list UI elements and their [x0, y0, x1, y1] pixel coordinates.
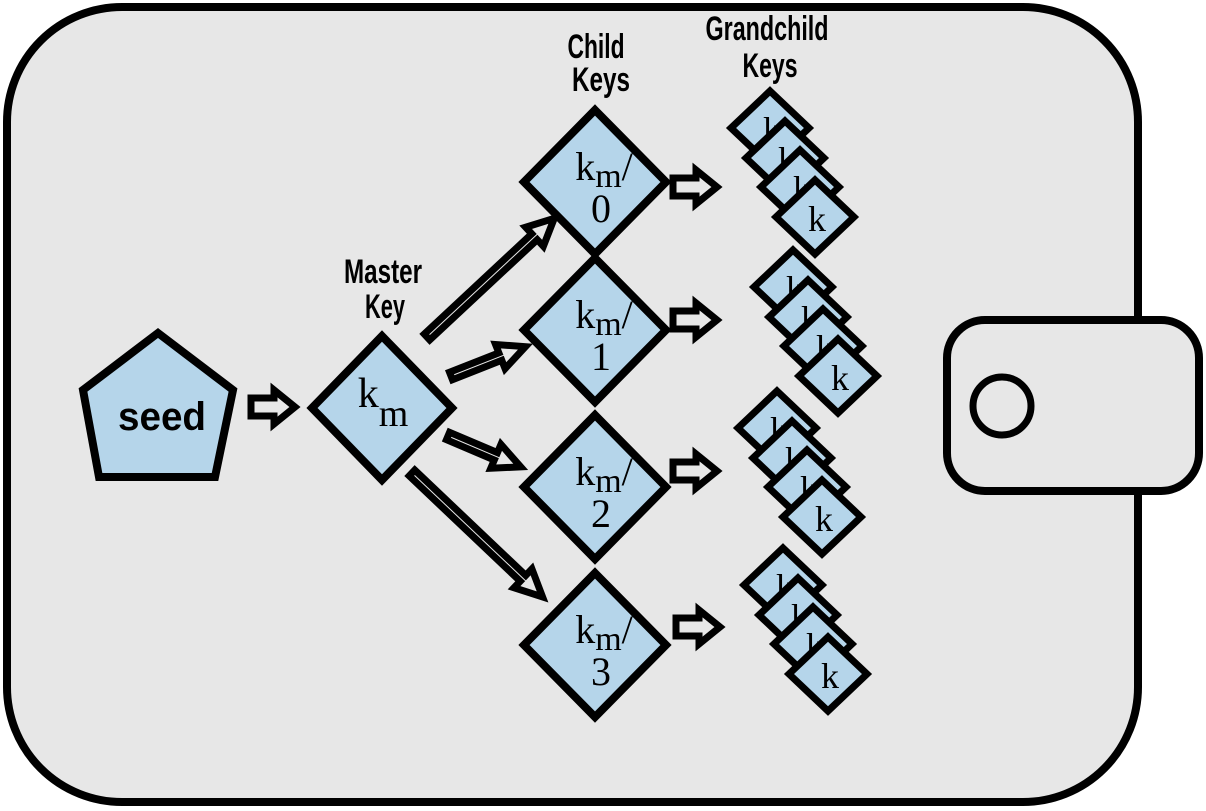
- grandchild-stack-2: k k k k: [732, 386, 867, 559]
- grandchild-stack-3: k k k k: [738, 543, 873, 716]
- seed-label: seed: [118, 395, 206, 439]
- grandchild-key-diamond: [793, 334, 883, 418]
- grandchild-key-label: k: [831, 358, 849, 398]
- master-key-label: km: [358, 371, 409, 435]
- child-key-index-0: 0: [591, 186, 611, 231]
- child-keys-heading-line1: Child: [568, 28, 625, 66]
- child-key-diamond-3: [518, 567, 672, 723]
- seed-pentagon: [78, 327, 238, 481]
- grandchild-keys-heading-line1: Grandchild: [706, 10, 829, 48]
- grandchild-keys-heading-line2: Keys: [743, 47, 798, 85]
- arrow-master-to-child-3-icon: [404, 465, 549, 603]
- master-key-subscript: m: [379, 393, 409, 435]
- arrow-master-to-child-1-icon: [444, 340, 533, 385]
- grandchild-stack-1: k k k k: [748, 245, 883, 418]
- child-key-index-1: 1: [591, 334, 611, 379]
- seed-node: seed: [78, 327, 238, 481]
- arrow-seed-to-master-icon: [247, 382, 301, 432]
- master-key-heading-line2: Key: [365, 288, 405, 326]
- master-key-heading: Master Key: [344, 253, 422, 326]
- child-keys-heading: Child Keys: [568, 28, 631, 99]
- child-key-diamond-1: [518, 252, 672, 408]
- master-key-heading-line1: Master: [344, 253, 422, 291]
- grandchild-key-diamond: [770, 175, 860, 259]
- grandchild-keys-column: k k k k k k k k k k k k: [725, 86, 883, 716]
- arrow-child-0-to-grandchildren-icon: [669, 162, 723, 212]
- master-key-diamond: [306, 330, 458, 486]
- grandchild-key-diamond: [783, 632, 873, 716]
- grandchild-key-diamond: [777, 475, 867, 559]
- grandchild-key-label: k: [821, 656, 839, 696]
- arrow-child-1-to-grandchildren-icon: [669, 295, 723, 345]
- arrow-master-to-child-2-icon: [441, 427, 529, 473]
- master-key-node: km: [306, 330, 458, 486]
- child-key-node-3: km/ 3: [518, 567, 672, 723]
- grandchild-keys-heading: Grandchild Keys: [706, 10, 829, 85]
- arrow-master-to-child-0-icon: [419, 212, 561, 345]
- grandchild-key-label: k: [815, 499, 833, 539]
- child-keys-heading-line2: Keys: [572, 61, 630, 99]
- child-key-label-0: km/: [575, 144, 633, 195]
- clasp-button-icon: [969, 373, 1035, 439]
- child-key-node-2: km/ 2: [518, 409, 672, 565]
- clasp-flap: [943, 316, 1203, 495]
- master-key-base: k: [358, 371, 379, 417]
- arrow-child-3-to-grandchildren-icon: [672, 602, 726, 652]
- grandchild-key-label: k: [808, 199, 826, 239]
- arrow-child-2-to-grandchildren-icon: [669, 446, 723, 496]
- child-key-label-2: km/: [575, 449, 633, 500]
- child-key-index-2: 2: [591, 491, 611, 536]
- child-key-diamond-2: [518, 409, 672, 565]
- wallet-clasp: [943, 316, 1203, 495]
- grandchild-stack-0: k k k k: [725, 86, 860, 259]
- child-key-label-3: km/: [575, 607, 633, 658]
- child-key-index-3: 3: [591, 649, 611, 694]
- derivation-arrows: [247, 162, 726, 652]
- child-key-node-1: km/ 1: [518, 252, 672, 408]
- child-keys-column: km/ 0 km/ 1 km/ 2 km/ 3: [518, 104, 672, 723]
- child-key-label-1: km/: [575, 292, 633, 343]
